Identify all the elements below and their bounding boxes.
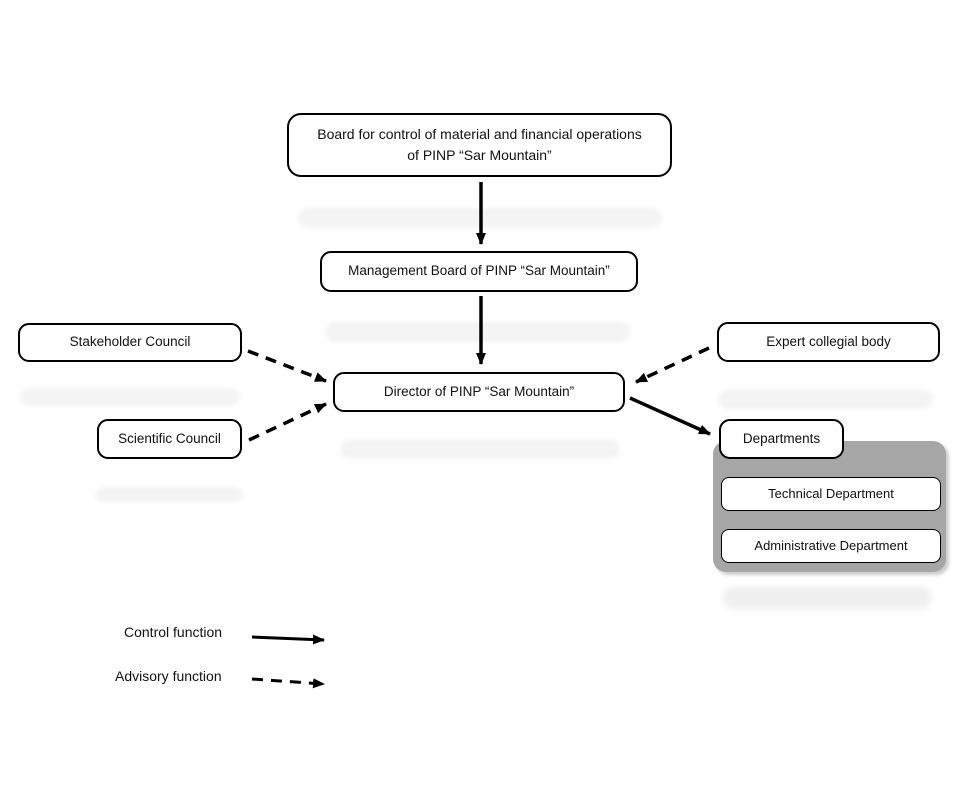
legend-control-label: Control function [124, 624, 223, 640]
node-departments: Departments [719, 419, 844, 459]
ghost-band [20, 388, 240, 406]
legend-control-arrow [251, 634, 325, 645]
node-board: Board for control of material and financ… [287, 113, 672, 177]
node-expert-collegial-body: Expert collegial body [717, 322, 940, 362]
ghost-band [95, 487, 243, 502]
ghost-band [718, 390, 933, 409]
edge-director-departments [629, 396, 711, 436]
legend-advisory-arrow [251, 677, 325, 689]
legend-advisory-label: Advisory function [115, 668, 222, 684]
edge-expert-director [635, 346, 710, 384]
node-director: Director of PINP “Sar Mountain” [333, 372, 625, 412]
ghost-band [723, 587, 932, 609]
ghost-band [340, 440, 620, 458]
edge-stakeholder-director [247, 349, 327, 383]
edge-scientific-director [248, 402, 327, 442]
node-stakeholder-council: Stakeholder Council [18, 323, 242, 362]
ghost-band [298, 208, 662, 228]
node-administrative-department: Administrative Department [721, 529, 941, 563]
node-technical-department: Technical Department [721, 477, 941, 511]
node-scientific-council: Scientific Council [97, 419, 242, 459]
ghost-band [325, 322, 630, 342]
node-management-board: Management Board of PINP “Sar Mountain” [320, 251, 638, 292]
